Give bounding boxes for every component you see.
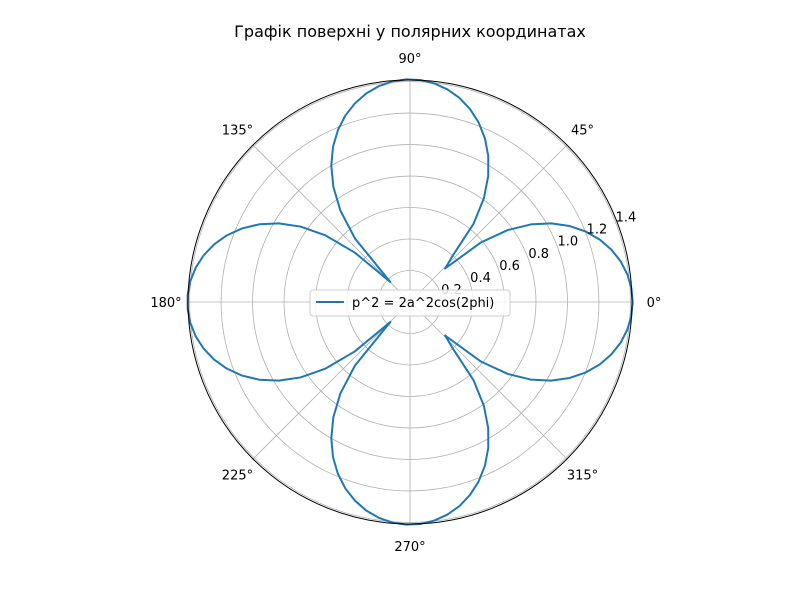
radial-tick-label: 0.6 — [499, 259, 520, 274]
angle-tick-label: 135° — [222, 123, 253, 138]
angle-grid-line — [409, 144, 568, 303]
angle-tick-label: 225° — [222, 469, 253, 484]
legend-entry-label: p^2 = 2a^2cos(2phi) — [352, 296, 494, 311]
angle-tick-label: 180° — [150, 296, 181, 311]
angle-tick-label: 90° — [398, 52, 421, 67]
angle-tick-label: 0° — [647, 296, 662, 311]
radial-tick-label: 1.0 — [557, 235, 578, 250]
polar-frame — [187, 79, 633, 525]
angle-tick-labels: 0° 45° 90° 135° 180° 225° 270° 315° — [150, 52, 661, 555]
radial-tick-label: 0.8 — [528, 247, 549, 262]
chart-title: Графік поверхні у полярних координатах — [234, 22, 586, 41]
legend-box — [309, 289, 511, 317]
legend: p^2 = 2a^2cos(2phi) — [309, 289, 511, 317]
radial-tick-label: 1.2 — [587, 223, 608, 238]
angle-tick-label: 315° — [567, 469, 598, 484]
angle-grid-line — [409, 301, 568, 460]
radial-tick-label: 1.4 — [616, 211, 637, 226]
radial-tick-labels: 0.20.40.60.81.01.21.4 — [441, 211, 636, 298]
angle-tick-label: 270° — [394, 540, 425, 555]
radial-tick-label: 0.4 — [470, 271, 491, 286]
angle-tick-label: 45° — [571, 123, 594, 138]
